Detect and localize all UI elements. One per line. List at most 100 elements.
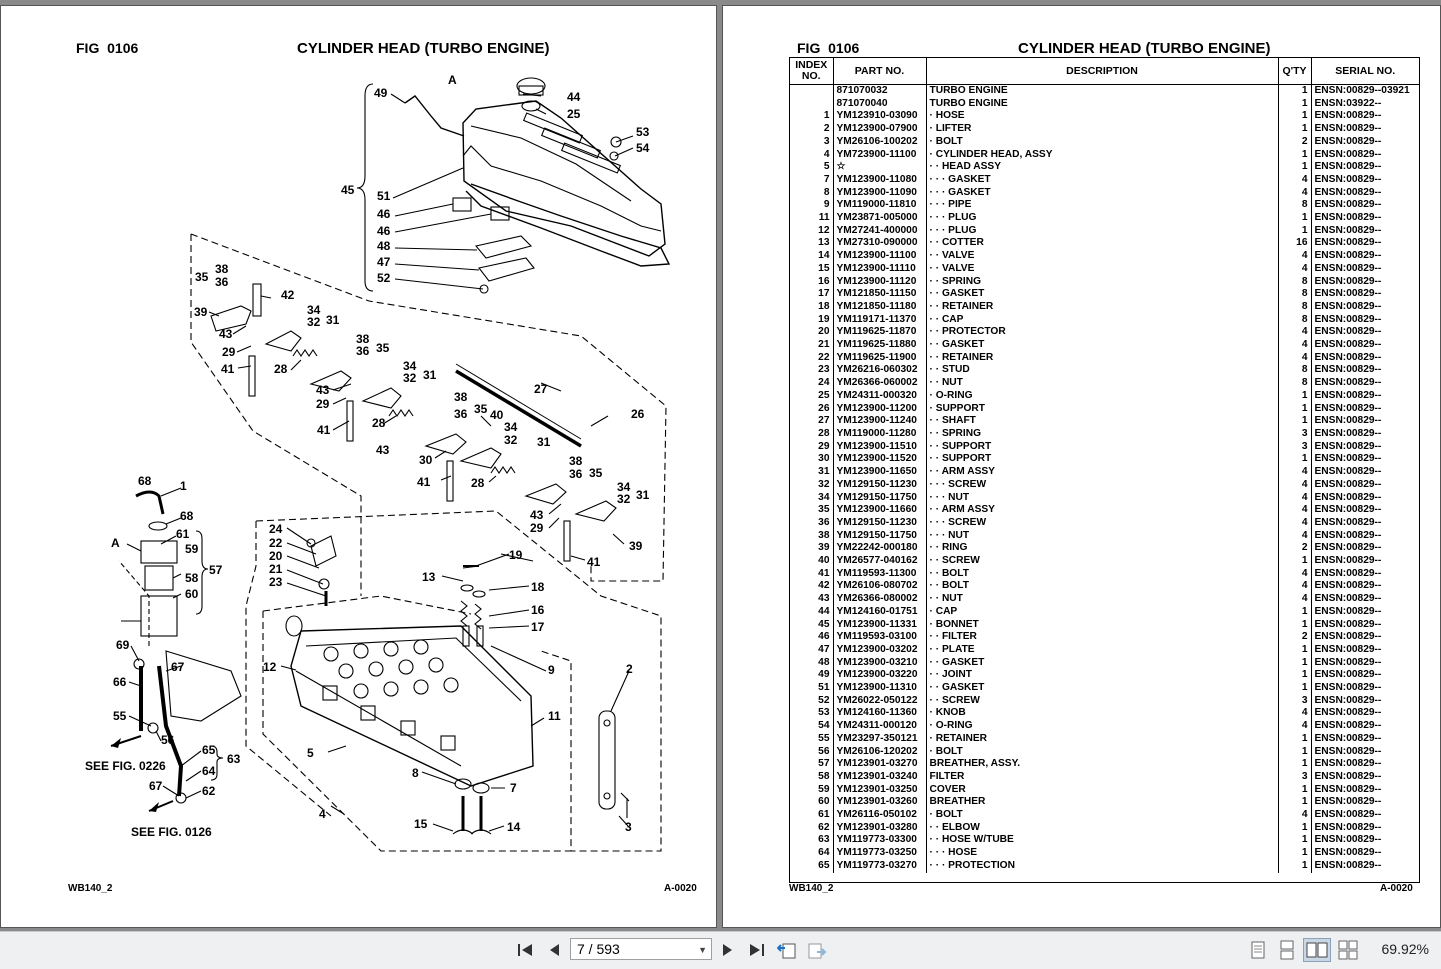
cell-description: · · RING <box>926 542 1279 556</box>
cell-serial-no: ENSN:00829-- <box>1314 618 1382 630</box>
parts-list-page: FIG 0106 CYLINDER HEAD (TURBO ENGINE) IN… <box>722 5 1441 928</box>
cell-qty: 3 <box>1278 770 1312 784</box>
cell-serial-no: ENSN:00829-- <box>1314 796 1382 808</box>
cell-index: 55 <box>790 732 834 746</box>
cell-qty: 4 <box>1278 351 1312 365</box>
callout-67: 67 <box>171 660 185 674</box>
cell-description: · CAP <box>926 605 1279 619</box>
continuous-view-icon[interactable] <box>1275 938 1299 962</box>
cell-index: 29 <box>790 440 834 454</box>
cell-part-no: ☆ <box>833 161 927 174</box>
cell-qty: 1 <box>1278 389 1312 403</box>
callout-40: 40 <box>490 408 504 422</box>
cell-part-no: YM123900-07900 <box>833 123 927 136</box>
cell-part-no: YM119000-11280 <box>833 427 927 441</box>
chevron-down-icon[interactable]: ▼ <box>698 945 707 955</box>
callout-29: 29 <box>316 397 330 411</box>
cell-index: 11 <box>790 212 834 225</box>
callout-38: 38 <box>215 262 229 276</box>
cell-serial-no: ENSN:00829-- <box>1314 859 1382 871</box>
cell-description: · O-RING <box>926 720 1279 733</box>
cell-qty: 8 <box>1278 288 1312 301</box>
cell-description: · · GASKET <box>926 288 1279 301</box>
callout-53: 53 <box>636 125 650 139</box>
callout-20: 20 <box>269 549 283 563</box>
cell-description: · · SUPPORT <box>926 453 1279 467</box>
cell-index: 47 <box>790 643 834 657</box>
cell-part-no: YM123900-11100 <box>833 250 927 263</box>
cell-qty: 1 <box>1278 669 1312 683</box>
cell-serial-no: ENSN:00829-- <box>1314 402 1382 414</box>
two-page-continuous-view-icon[interactable] <box>1336 938 1360 962</box>
cell-description: · · NUT <box>926 377 1279 390</box>
callout-67: 67 <box>149 779 163 793</box>
cell-qty: 4 <box>1278 491 1312 505</box>
cell-qty: 1 <box>1278 796 1312 810</box>
cell-qty: 8 <box>1278 300 1312 314</box>
cell-part-no: YM123901-03250 <box>833 783 927 797</box>
single-page-view-icon[interactable] <box>1246 938 1270 962</box>
callout-35: 35 <box>474 402 488 416</box>
callout-65: 65 <box>202 743 216 757</box>
callout-58: 58 <box>185 571 199 585</box>
cell-index: 41 <box>790 567 834 581</box>
two-page-view-icon[interactable] <box>1303 938 1331 962</box>
cell-index <box>790 97 834 111</box>
callout-18: 18 <box>531 580 545 594</box>
callout-28: 28 <box>471 476 485 490</box>
cell-index: 36 <box>790 516 834 530</box>
cell-description: · · GASKET <box>926 339 1279 352</box>
cell-index: 49 <box>790 669 834 683</box>
cell-description: · BONNET <box>926 618 1279 632</box>
column-header-serial-no: SERIAL NO. <box>1311 58 1419 85</box>
go-back-view-icon[interactable] <box>775 938 799 962</box>
cell-serial-no: ENSN:00829--03921 <box>1314 85 1410 96</box>
last-page-icon[interactable] <box>744 938 770 962</box>
page-number-input[interactable]: 7 / 593 ▼ <box>570 938 712 960</box>
callout-5: 5 <box>307 746 314 760</box>
cell-qty: 8 <box>1278 364 1312 378</box>
cell-qty: 1 <box>1278 745 1312 759</box>
cell-serial-no: ENSN:00829-- <box>1314 809 1382 821</box>
cell-qty: 3 <box>1278 440 1312 454</box>
callout-44: 44 <box>567 90 581 104</box>
zoom-level[interactable]: 69.92% <box>1381 941 1429 957</box>
cell-description: TURBO ENGINE <box>926 84 1279 98</box>
cell-description: FILTER <box>926 770 1279 784</box>
see-fig-0226: SEE FIG. 0226 <box>85 759 166 773</box>
cell-part-no: YM23297-350121 <box>833 732 927 746</box>
cell-index: 3 <box>790 135 834 149</box>
cell-serial-no: ENSN:00829-- <box>1314 161 1382 173</box>
callout-57: 57 <box>209 563 223 577</box>
cell-description: · BOLT <box>926 135 1279 149</box>
next-page-icon[interactable] <box>716 938 740 962</box>
prev-page-icon[interactable] <box>542 938 566 962</box>
cell-serial-no: ENSN:00829-- <box>1314 783 1382 795</box>
cell-index: 19 <box>790 313 834 327</box>
first-page-icon[interactable] <box>512 938 538 962</box>
callout-34: 34 <box>403 359 417 373</box>
callout-21: 21 <box>269 562 283 576</box>
callout-a: A <box>111 536 120 550</box>
cell-serial-no: ENSN:00829-- <box>1314 364 1382 376</box>
cell-serial-no: ENSN:00829-- <box>1314 224 1382 236</box>
cell-part-no: YM123900-11110 <box>833 262 927 276</box>
callout-36: 36 <box>215 275 229 289</box>
go-forward-view-icon[interactable] <box>805 938 829 962</box>
cell-serial-no: ENSN:00829-- <box>1314 212 1382 224</box>
